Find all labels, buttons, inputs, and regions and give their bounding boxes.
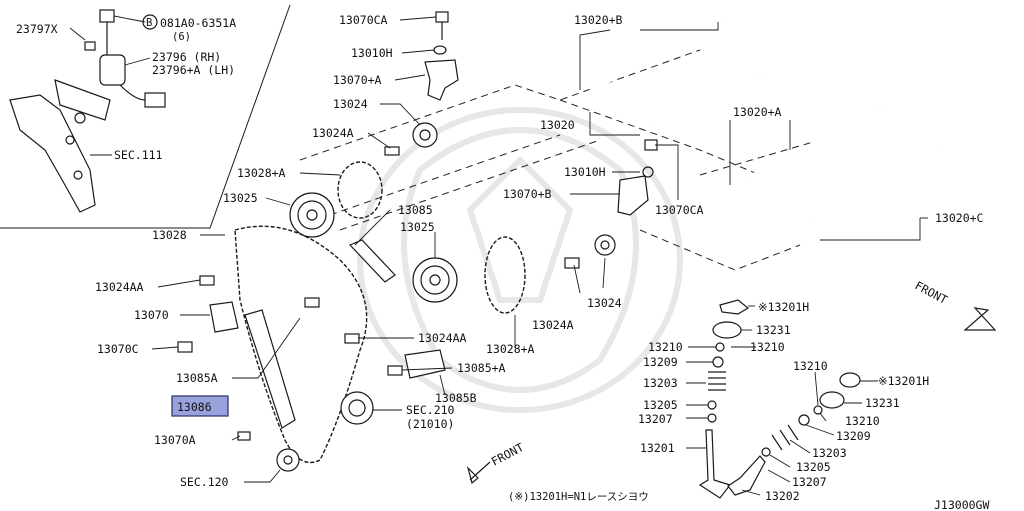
watermark xyxy=(357,107,683,413)
label-13210-b1: 13210 xyxy=(793,359,828,373)
label-13020a: 13020+A xyxy=(733,105,782,119)
valve-group-a xyxy=(698,299,750,499)
mid-tensioner xyxy=(617,139,658,216)
label-081a0-qty: (6) xyxy=(172,31,191,43)
label-13201h-b: ※13201H xyxy=(878,374,929,388)
bolt-mark: B xyxy=(146,17,152,29)
label-sec111: SEC.111 xyxy=(114,148,163,162)
inset-frame xyxy=(0,4,291,229)
label-13070a-bottom: 13070A xyxy=(154,433,196,447)
label-13024aa-mid: 13024AA xyxy=(418,331,467,345)
label-13231-a: 13231 xyxy=(756,323,791,337)
label-13203-b: 13203 xyxy=(812,446,847,460)
dashed-outline xyxy=(299,49,821,271)
label-sec120: SEC.120 xyxy=(180,475,229,489)
label-13209-b: 13209 xyxy=(836,429,871,443)
label-13205-a: 13205 xyxy=(643,398,678,412)
label-13028a-top: 13028+A xyxy=(237,166,286,180)
label-13070c: 13070C xyxy=(97,342,139,356)
label-13203-a: 13203 xyxy=(643,376,678,390)
footnote: (※)13201H=N1レースシヨウ xyxy=(508,491,649,503)
labels: 23797X B 081A0-6351A (6) 23796 (RH) 2379… xyxy=(16,13,989,511)
label-13201h-a: ※13201H xyxy=(758,300,809,314)
label-23796: 23796 (RH) xyxy=(152,50,221,64)
label-13020c: 13020+C xyxy=(935,211,984,225)
label-081a0-6351a: 081A0-6351A xyxy=(160,16,236,30)
label-13070ca-top: 13070CA xyxy=(339,13,388,27)
sprocket-mid xyxy=(412,257,458,303)
label-13020: 13020 xyxy=(540,118,575,132)
label-front-bottom: FRONT xyxy=(489,440,526,469)
label-13024a-right: 13024A xyxy=(532,318,574,332)
sprocket-left xyxy=(289,192,335,238)
label-13231-b: 13231 xyxy=(865,396,900,410)
label-13010h-top: 13010H xyxy=(351,46,393,60)
bolts xyxy=(199,275,403,376)
label-21010: (21010) xyxy=(406,417,454,431)
label-13024-top: 13024 xyxy=(333,97,368,111)
sprocket-right xyxy=(564,234,616,269)
label-13210-a2: 13210 xyxy=(750,340,785,354)
leader-lines-inset xyxy=(69,15,151,156)
coil-assembly xyxy=(9,9,166,213)
label-13085a-mid: 13085+A xyxy=(457,361,506,375)
valve-group-b xyxy=(727,372,861,496)
label-13070a-top: 13070+A xyxy=(333,73,382,87)
pump-unit xyxy=(340,391,374,425)
label-13205-b: 13205 xyxy=(796,460,831,474)
label-13202: 13202 xyxy=(765,489,800,503)
label-13028: 13028 xyxy=(152,228,187,242)
label-13201: 13201 xyxy=(640,441,675,455)
label-13207-b: 13207 xyxy=(792,475,827,489)
label-13070b: 13070+B xyxy=(503,187,552,201)
label-13070: 13070 xyxy=(134,308,169,322)
secondary-chain-right xyxy=(484,236,526,314)
highlight-13086 xyxy=(171,395,229,417)
front-arrows xyxy=(466,307,997,485)
primary-timing-chain xyxy=(234,225,368,464)
label-23797x: 23797X xyxy=(16,22,58,36)
secondary-chain-left xyxy=(337,161,383,219)
label-13025-left: 13025 xyxy=(223,191,258,205)
crank-sprocket xyxy=(276,448,300,472)
label-13085: 13085 xyxy=(398,203,433,217)
diagram-code: J13000GW xyxy=(934,498,989,511)
label-13070ca-mid: 13070CA xyxy=(655,203,704,217)
label-13210-a1: 13210 xyxy=(648,340,683,354)
label-13028a-mid: 13028+A xyxy=(486,342,535,356)
label-front-right: FRONT xyxy=(913,278,950,307)
label-13085a: 13085A xyxy=(176,371,218,385)
label-23796a: 23796+A (LH) xyxy=(152,63,235,77)
label-13010h-mid: 13010H xyxy=(564,165,606,179)
upper-tensioner xyxy=(384,11,459,156)
chain-guides xyxy=(244,239,446,429)
label-13086: 13086 xyxy=(177,400,212,414)
label-13209-a: 13209 xyxy=(643,355,678,369)
label-13024aa-left: 13024AA xyxy=(95,280,144,294)
label-13207-a: 13207 xyxy=(638,412,673,426)
leader-lines xyxy=(151,16,928,496)
camshafts xyxy=(588,19,942,223)
label-13025-mid: 13025 xyxy=(400,220,435,234)
label-13024-right: 13024 xyxy=(587,296,622,310)
label-13085b: 13085B xyxy=(435,391,477,405)
bolt-mark-circle xyxy=(142,14,158,30)
label-13020b: 13020+B xyxy=(574,13,623,27)
label-13024a-top: 13024A xyxy=(312,126,354,140)
label-13210-b2: 13210 xyxy=(845,414,880,428)
label-sec210: SEC.210 xyxy=(406,403,455,417)
